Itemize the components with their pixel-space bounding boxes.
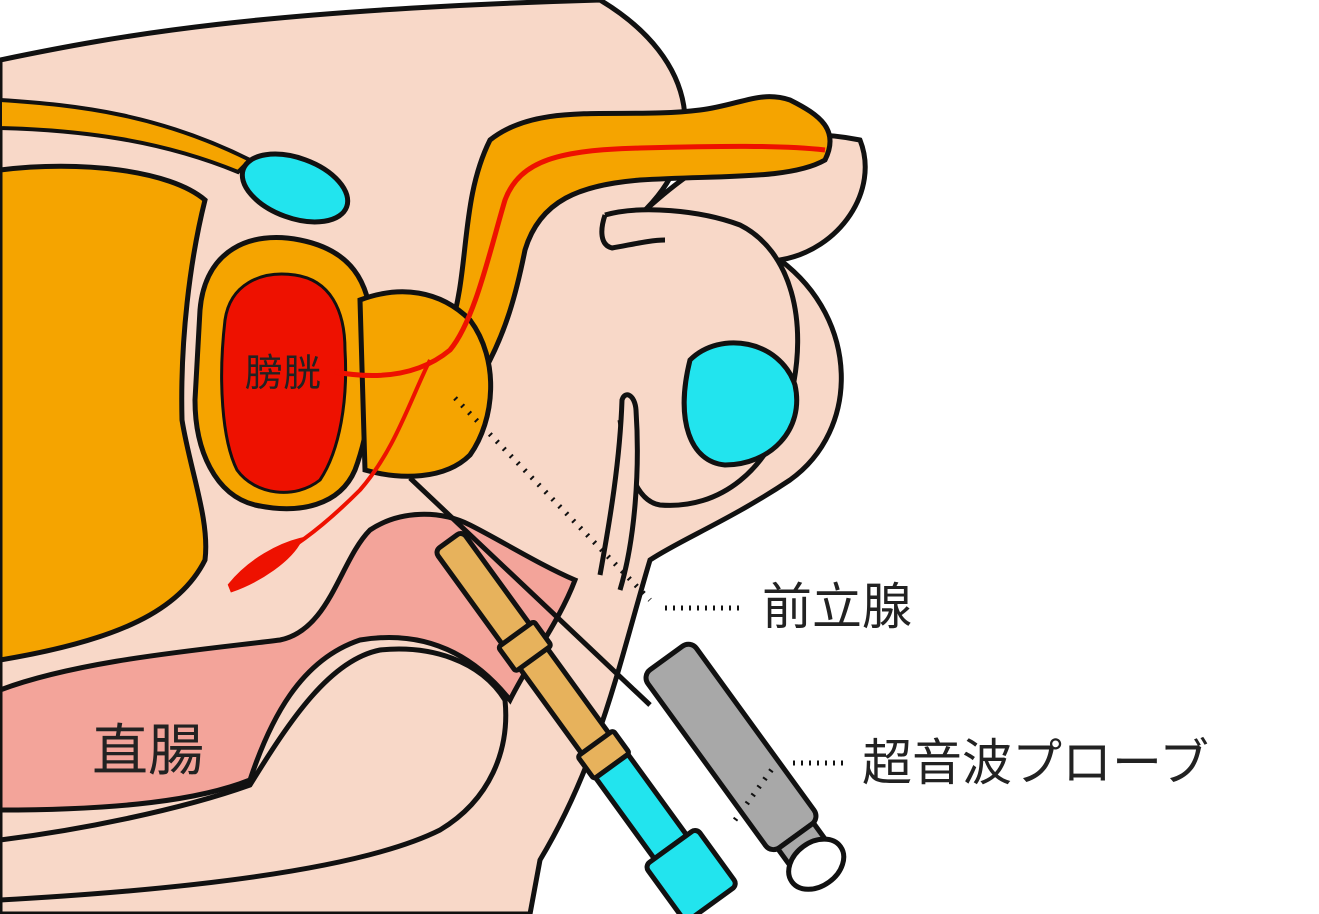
abdominal-mass xyxy=(0,166,206,660)
rectum-label: 直腸 xyxy=(92,719,204,784)
prostate-callout: 前立腺 xyxy=(762,582,912,632)
ultrasound-probe-callout: 超音波プローブ xyxy=(862,738,1209,788)
prostate xyxy=(360,292,491,476)
bladder-label: 膀胱 xyxy=(245,351,321,395)
